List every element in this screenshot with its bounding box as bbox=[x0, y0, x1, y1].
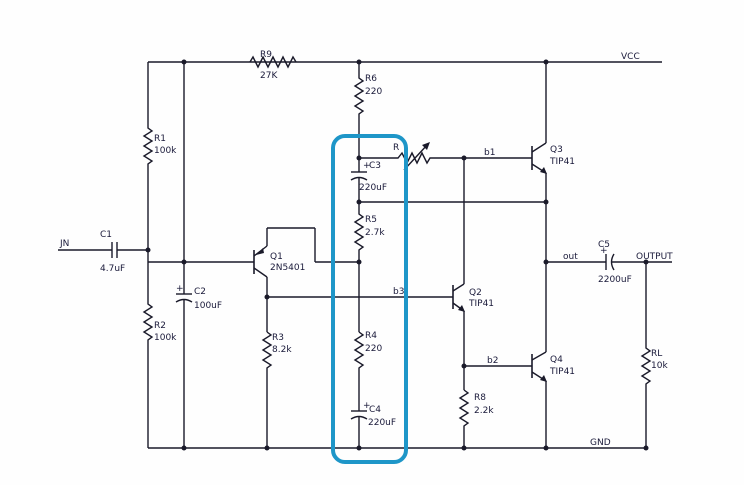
c2-plate-bottom bbox=[175, 298, 193, 303]
c3-ref: C3 bbox=[369, 161, 381, 171]
highlight-box bbox=[331, 134, 408, 464]
r2-ref: R2 bbox=[154, 321, 166, 331]
r5-value: 2.7k bbox=[365, 228, 385, 238]
q1-ref: Q1 bbox=[270, 252, 283, 262]
c2-value: 100uF bbox=[194, 301, 222, 311]
input-net-label: JN bbox=[59, 239, 69, 249]
r7-adjust-arrowhead bbox=[422, 142, 430, 150]
r4-ref: R4 bbox=[365, 331, 377, 341]
q2-ref: Q2 bbox=[469, 288, 482, 298]
c1-value: 4.7uF bbox=[100, 264, 125, 274]
junction-c4-gnd bbox=[356, 445, 362, 451]
rl-load-resistor bbox=[640, 262, 652, 448]
junction-b3 bbox=[264, 294, 270, 300]
out-net-label: out bbox=[563, 252, 578, 262]
r7-variable-resistor bbox=[359, 151, 532, 165]
q2-value: TIP41 bbox=[468, 299, 494, 309]
c4-value: 220uF bbox=[368, 418, 396, 428]
c1-ref: C1 bbox=[100, 230, 112, 240]
junction-q4-gnd bbox=[543, 445, 549, 451]
r8-ref: R8 bbox=[474, 393, 486, 403]
r7-ref: R bbox=[393, 143, 399, 153]
r3-ref: R3 bbox=[272, 333, 284, 343]
junction-r3-gnd bbox=[264, 445, 270, 451]
q4-collector-leg bbox=[531, 351, 547, 361]
q1-collector-leg bbox=[253, 267, 268, 278]
c4-plate-bottom bbox=[350, 415, 368, 420]
r3-resistor bbox=[261, 331, 273, 448]
junction-rl-gnd bbox=[643, 445, 649, 451]
r4-value: 220 bbox=[365, 344, 382, 354]
r9-ref: R9 bbox=[260, 50, 272, 60]
junction-input bbox=[145, 247, 151, 253]
q1-emitter-arrow bbox=[256, 248, 264, 255]
c5-ref: C5 bbox=[598, 240, 610, 250]
q3-ref: Q3 bbox=[550, 145, 563, 155]
q2-emitter-arrow bbox=[458, 305, 465, 312]
r9-value: 27K bbox=[260, 71, 278, 81]
bias-divider-column bbox=[142, 62, 154, 448]
r8-value: 2.2k bbox=[474, 406, 494, 416]
junction-q1-emitter bbox=[356, 259, 362, 265]
vcc-net-label: VCC bbox=[621, 52, 640, 62]
r2-value: 100k bbox=[154, 333, 177, 343]
gnd-net-label: GND bbox=[590, 438, 611, 448]
c5-polarity: + bbox=[600, 246, 608, 256]
b3-net-label: b3 bbox=[393, 287, 404, 297]
q1-value: 2N5401 bbox=[270, 263, 305, 273]
q3-value: TIP41 bbox=[549, 157, 575, 167]
r4-resistor bbox=[353, 331, 365, 411]
r5-resistor bbox=[353, 202, 365, 332]
r6-resistor bbox=[353, 62, 365, 158]
c5-value: 2200uF bbox=[598, 275, 632, 285]
q2-collector-leg bbox=[452, 283, 465, 292]
junction-c2-gnd bbox=[181, 445, 187, 451]
r6-ref: R6 bbox=[365, 74, 377, 84]
c4-polarity: + bbox=[363, 401, 371, 411]
c2-polarity: + bbox=[176, 284, 184, 294]
r1-value: 100k bbox=[154, 146, 177, 156]
q4-emitter-arrow bbox=[540, 375, 547, 382]
output-net-label: OUTPUT bbox=[636, 252, 673, 262]
r9-resistor bbox=[249, 55, 297, 69]
r3-value: 8.2k bbox=[272, 345, 292, 355]
junction-r8-gnd bbox=[461, 445, 467, 451]
c3-polarity: + bbox=[363, 161, 371, 171]
c3-value: 220uF bbox=[359, 183, 387, 193]
c3-plate-bottom bbox=[350, 176, 368, 181]
b1-net-label: b1 bbox=[484, 148, 495, 158]
rl-value: 10k bbox=[651, 361, 668, 371]
b2-net-label: b2 bbox=[487, 356, 498, 366]
c4-ref: C4 bbox=[369, 405, 381, 415]
q3-emitter-arrow bbox=[540, 167, 547, 174]
r6-value: 220 bbox=[365, 87, 382, 97]
r1-ref: R1 bbox=[154, 134, 166, 144]
q4-ref: Q4 bbox=[550, 355, 563, 365]
junction-c2-top bbox=[181, 59, 187, 65]
q3-collector-leg bbox=[531, 142, 547, 153]
r5-ref: R5 bbox=[365, 215, 377, 225]
q4-value: TIP41 bbox=[549, 367, 575, 377]
rl-ref: RL bbox=[651, 349, 662, 359]
c2-ref: C2 bbox=[194, 287, 206, 297]
r8-resistor bbox=[458, 389, 470, 448]
